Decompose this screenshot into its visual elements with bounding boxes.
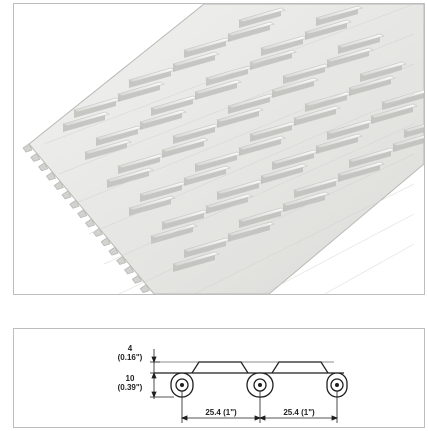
rib-top — [117, 81, 165, 97]
pitch-label-2: 25.4 (1") — [283, 408, 315, 417]
sprocket-tooth — [139, 284, 150, 294]
hinge-line — [261, 213, 415, 294]
sprocket-tooth — [69, 199, 80, 209]
rib-top — [172, 251, 220, 267]
rib-top — [139, 109, 187, 125]
hinge-line — [73, 63, 415, 205]
rib-top — [392, 134, 424, 147]
pin-center-2 — [258, 383, 262, 387]
rib-top — [403, 123, 424, 133]
rib-top — [62, 111, 110, 127]
hinge-line — [193, 183, 415, 294]
rib-top — [315, 133, 363, 149]
rib-top — [381, 89, 424, 105]
sprocket-tooth — [123, 265, 135, 275]
sprocket-tooth — [100, 237, 111, 247]
rib-top — [370, 103, 418, 119]
hinge-line — [323, 243, 415, 294]
sprocket-tooth — [116, 255, 127, 265]
rib-top — [315, 5, 363, 21]
hinge-line — [43, 4, 415, 145]
rib-profile-1 — [191, 361, 249, 374]
rib-top — [216, 107, 264, 123]
height-dimension — [150, 349, 174, 399]
sprocket-tooth — [61, 190, 72, 200]
hinge-links — [170, 372, 348, 398]
rib-top — [84, 139, 132, 155]
hinge-line — [88, 93, 415, 235]
conveyor-belt-photo — [22, 4, 424, 294]
hinge-line — [58, 33, 415, 175]
pin-center-3 — [335, 383, 339, 387]
rib-profile-2 — [271, 361, 329, 374]
sprocket-tooth — [108, 246, 119, 256]
rib-top — [238, 135, 286, 151]
pin-center-1 — [180, 383, 184, 387]
pitch-label-1: 25.4 (1") — [205, 408, 237, 417]
rib-top — [293, 105, 341, 121]
rib-top — [271, 77, 319, 93]
sprocket-tooth — [38, 162, 49, 172]
height-main-inch: (0.39") — [118, 383, 143, 392]
rib-top — [304, 19, 352, 35]
rib-top — [359, 61, 407, 77]
belt-surface — [28, 4, 424, 294]
height-main-value: 10 — [126, 374, 135, 383]
rib-top — [205, 193, 253, 209]
sprocket-tooth — [131, 274, 142, 284]
rib-top — [161, 137, 209, 153]
sprocket-tooth — [22, 143, 33, 153]
sprocket-tooth — [45, 171, 57, 181]
sprocket-tooth — [84, 218, 96, 228]
rib-top — [183, 165, 231, 181]
hinge-line — [118, 153, 415, 294]
belt-body — [22, 4, 424, 294]
rib-top — [106, 167, 154, 183]
rib-top — [337, 33, 385, 49]
height-top-inch: (0.16") — [118, 353, 143, 362]
rib-top — [260, 163, 308, 179]
rib-top — [128, 195, 176, 211]
belt-cross-section-drawing: 4 (0.16") 10 (0.39") 25.4 (1") 25.4 (1") — [118, 344, 348, 423]
rib-top — [172, 51, 220, 67]
height-top-value: 4 — [128, 344, 133, 353]
pitch-drawing-panel: 4 (0.16") 10 (0.39") 25.4 (1") 25.4 (1") — [13, 328, 425, 428]
sprocket-tooth — [53, 180, 64, 190]
pitch-dimensions — [180, 391, 339, 423]
rib-profiles — [154, 361, 344, 374]
sprocket-tooth — [77, 209, 88, 219]
rib-top — [227, 21, 275, 37]
rib-top — [227, 221, 275, 237]
rib-top — [194, 79, 242, 95]
belt-photo-panel — [13, 3, 425, 295]
sprocket-tooth — [30, 152, 41, 162]
rib-top — [337, 161, 385, 177]
rib-top — [238, 7, 286, 23]
hinge-line — [103, 123, 415, 265]
